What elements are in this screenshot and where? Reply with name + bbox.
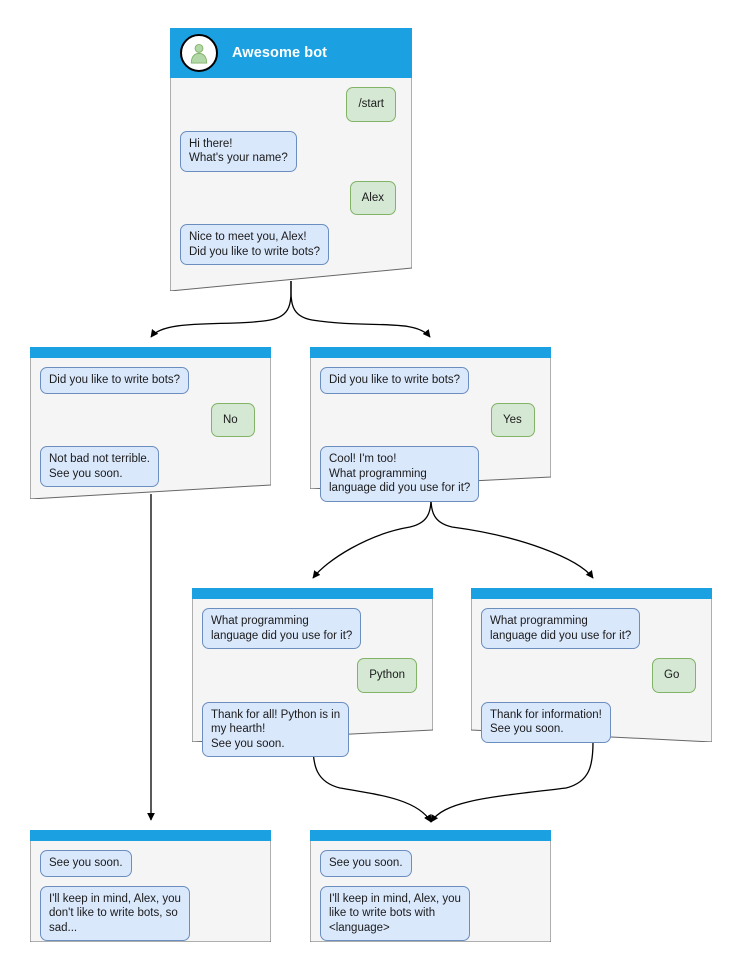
message-row: Alex [180,180,402,215]
user-message-bubble[interactable]: Python [357,658,417,693]
node-go-branch-header [471,588,712,599]
node-end-happy[interactable]: See you soon. I'll keep in mind, Alex, y… [310,830,551,942]
message-row: Hi there! What's your name? [180,130,402,172]
node-end-sad[interactable]: See you soon. I'll keep in mind, Alex, y… [30,830,271,942]
user-message-bubble[interactable]: Yes [491,402,535,437]
node-no-branch-header [30,347,271,358]
message-row: Not bad not terrible. See you soon. [40,446,261,487]
message-row: Cool! I'm too! What programming language… [320,446,541,502]
bot-title: Awesome bot [232,45,328,61]
message-row: Thank for information! See you soon. [481,701,702,743]
bot-message-bubble[interactable]: Thank for all! Python is in my hearth! S… [202,701,350,757]
node-end-sad-body: See you soon. I'll keep in mind, Alex, y… [30,841,271,941]
node-python-branch-body: What programming language did you use fo… [192,599,433,757]
node-no-branch-body: Did you like to write bots? No Not bad n… [30,358,271,487]
bot-message-bubble[interactable]: Hi there! What's your name? [180,130,297,172]
message-row: Did you like to write bots? [320,367,541,394]
node-start[interactable]: Awesome bot /start Hi there! What's your… [170,28,412,291]
node-python-branch-header [192,588,433,599]
node-end-happy-body: See you soon. I'll keep in mind, Alex, y… [310,841,551,941]
node-go-branch[interactable]: What programming language did you use fo… [471,588,712,743]
message-row: Did you like to write bots? [40,367,261,394]
node-yes-branch-body: Did you like to write bots? Yes Cool! I'… [310,358,551,502]
message-row: Python [202,658,423,693]
node-start-header: Awesome bot [170,28,412,78]
node-end-sad-header [30,830,271,841]
message-row: Go [481,658,702,693]
bot-message-bubble[interactable]: What programming language did you use fo… [481,608,641,649]
bot-message-bubble[interactable]: Cool! I'm too! What programming language… [320,446,480,502]
message-row: What programming language did you use fo… [481,608,702,649]
message-row: See you soon. [320,850,541,877]
message-row: Thank for all! Python is in my hearth! S… [202,701,423,757]
bot-avatar [180,34,218,72]
bot-message-bubble[interactable]: Did you like to write bots? [40,367,190,394]
bot-message-bubble[interactable]: I'll keep in mind, Alex, you like to wri… [320,885,470,941]
message-row: Nice to meet you, Alex! Did you like to … [180,224,402,265]
message-row: I'll keep in mind, Alex, you like to wri… [320,885,541,941]
bot-message-bubble[interactable]: See you soon. [320,850,412,877]
node-no-branch[interactable]: Did you like to write bots? No Not bad n… [30,347,271,499]
node-end-happy-header [310,830,551,841]
node-start-body: /start Hi there! What's your name? Alex … [170,78,412,265]
node-python-branch[interactable]: What programming language did you use fo… [192,588,433,757]
message-row: See you soon. [40,850,261,877]
user-message-bubble[interactable]: Alex [349,180,396,215]
bot-message-bubble[interactable]: See you soon. [40,850,132,877]
message-row: /start [180,87,402,122]
bot-message-bubble[interactable]: Not bad not terrible. See you soon. [40,446,160,487]
person-icon [190,44,208,64]
message-row: Yes [320,402,541,437]
bot-message-bubble[interactable]: Did you like to write bots? [320,367,470,394]
bot-message-bubble[interactable]: I'll keep in mind, Alex, you don't like … [40,885,190,941]
edge-go-to-end-happy [430,741,594,823]
node-go-branch-body: What programming language did you use fo… [471,599,712,743]
user-message-bubble[interactable]: Go [652,658,696,693]
bot-message-bubble[interactable]: Nice to meet you, Alex! Did you like to … [180,224,330,265]
node-yes-branch[interactable]: Did you like to write bots? Yes Cool! I'… [310,347,551,502]
message-row: No [40,402,261,437]
bot-message-bubble[interactable]: What programming language did you use fo… [202,608,362,649]
node-yes-branch-header [310,347,551,358]
user-message-bubble[interactable]: No [211,402,255,437]
bot-message-bubble[interactable]: Thank for information! See you soon. [481,701,611,743]
user-message-bubble[interactable]: /start [346,87,396,122]
message-row: I'll keep in mind, Alex, you don't like … [40,885,261,941]
message-row: What programming language did you use fo… [202,608,423,649]
